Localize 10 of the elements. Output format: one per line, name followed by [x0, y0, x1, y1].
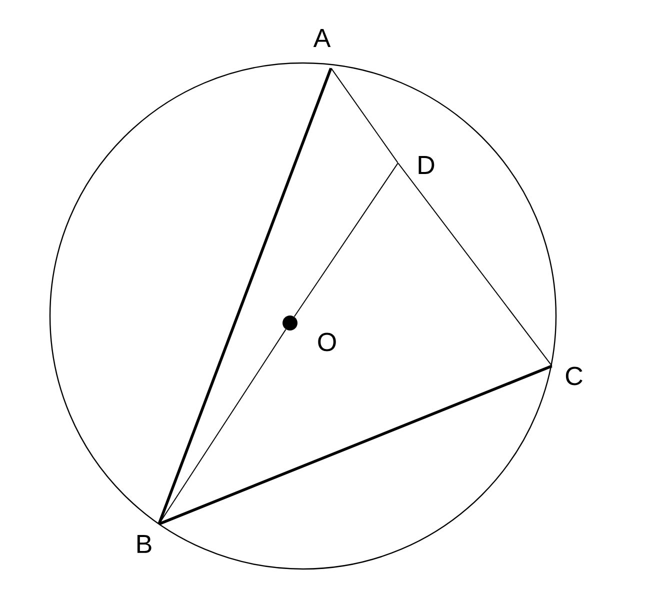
point-label: O [318, 332, 336, 352]
point-label: B [137, 535, 152, 553]
line-segment [330, 68, 398, 164]
line-segment [158, 68, 332, 524]
line-segment [294, 162, 398, 318]
line-segment [398, 162, 552, 366]
point-label: A [313, 29, 331, 47]
line-segment [158, 364, 552, 526]
point-label: C [566, 366, 582, 386]
point-label: D [418, 156, 434, 174]
